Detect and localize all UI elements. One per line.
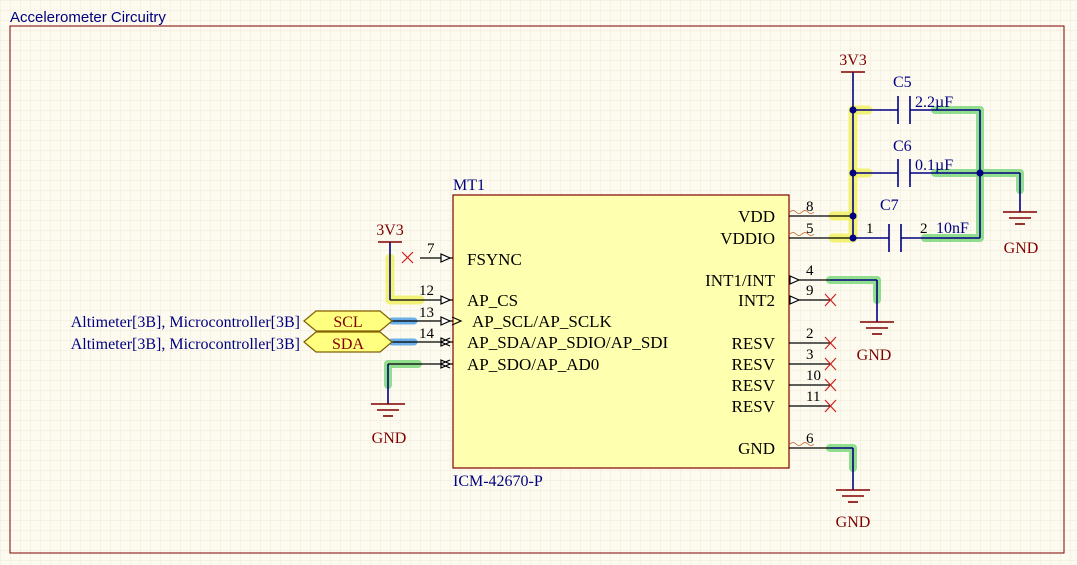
pin-num-11: 11 [806, 389, 820, 405]
sheet-title: Accelerometer Circuitry [10, 9, 166, 26]
c7-pin2: 2 [920, 221, 928, 237]
pin-num-12: 12 [419, 283, 434, 299]
pin-name-resv-2: RESV [732, 334, 776, 353]
c6-value: 0.1µF [915, 157, 953, 174]
pin-name-ap-cs: AP_CS [467, 291, 518, 310]
port-sda[interactable]: SDA Altimeter[3B], Microcontroller[3B] [71, 331, 393, 353]
pin-num-8: 8 [806, 199, 814, 215]
c5-value: 2.2µF [915, 94, 953, 111]
c7-ref: C7 [880, 197, 899, 214]
pin-name-vddio: VDDIO [720, 229, 775, 248]
pin-name-int1: INT1/INT [705, 271, 775, 290]
pin-name-fsync: FSYNC [467, 250, 522, 269]
chip-body[interactable] [452, 194, 790, 469]
pin-num-2: 2 [806, 326, 814, 342]
right-pins [789, 210, 853, 449]
pin-name-int2: INT2 [738, 291, 775, 310]
gnd-symbol-left [371, 403, 405, 417]
pin-num-6: 6 [806, 431, 814, 447]
no-connect-right [824, 293, 837, 413]
pin-name-ap-sda: AP_SDA/AP_SDIO/AP_SDI [467, 333, 669, 352]
gnd-label-caps: GND [1004, 240, 1039, 257]
gnd-label-left: GND [372, 430, 407, 447]
c5-ref: C5 [893, 74, 912, 91]
no-connect-fsync [401, 251, 414, 264]
pin-num-5: 5 [806, 221, 814, 237]
gnd-symbol-caps [1003, 211, 1037, 225]
sheet-frame: Accelerometer Circuitry [9, 9, 1065, 554]
c7-pin1: 1 [866, 221, 874, 237]
pin-name-gnd: GND [738, 439, 775, 458]
pin-num-10: 10 [806, 368, 821, 384]
pin-name-resv-3: RESV [732, 355, 776, 374]
port-sda-label: SDA [332, 336, 364, 353]
port-scl-label: SCL [333, 314, 362, 331]
gnd-symbol-int1 [860, 321, 894, 335]
chip-part-number: ICM-42670-P [453, 473, 543, 490]
c7-value: 10nF [936, 220, 969, 237]
power-3v3-left-label: 3V3 [376, 222, 404, 239]
c6-ref: C6 [893, 138, 912, 155]
capacitor-c5[interactable] [897, 96, 911, 124]
power-3v3-top: 3V3 [839, 52, 867, 73]
capacitor-c6[interactable] [897, 159, 911, 187]
pin-name-resv-11: RESV [732, 397, 776, 416]
pin-num-7: 7 [427, 241, 435, 257]
junctions [849, 106, 984, 242]
port-sda-net-ref[interactable]: Altimeter[3B], Microcontroller[3B] [71, 336, 300, 353]
pin-name-ap-sdo: AP_SDO/AP_AD0 [467, 355, 599, 374]
left-pins [388, 253, 463, 369]
power-3v3-top-label: 3V3 [839, 52, 867, 69]
pin-num-4: 4 [806, 263, 814, 279]
pin-num-13: 13 [419, 305, 434, 321]
gnd-label-pin6: GND [836, 514, 871, 531]
gnd-symbol-pin6 [836, 489, 870, 503]
pin-name-ap-scl: AP_SCL/AP_SCLK [472, 312, 613, 331]
power-3v3-left: 3V3 [376, 222, 404, 243]
pin-name-resv-10: RESV [732, 376, 776, 395]
gnd-label-int1: GND [857, 347, 892, 364]
pin-name-vdd: VDD [738, 207, 775, 226]
capacitor-c7[interactable] [888, 224, 902, 252]
pin-num-14: 14 [419, 326, 435, 342]
port-scl-net-ref[interactable]: Altimeter[3B], Microcontroller[3B] [71, 314, 300, 331]
chip-mt1[interactable]: MT1 ICM-42670-P [452, 177, 790, 490]
pin-num-9: 9 [806, 283, 814, 299]
chip-designator: MT1 [453, 177, 485, 194]
port-scl[interactable]: SCL Altimeter[3B], Microcontroller[3B] [71, 310, 393, 332]
pin-num-3: 3 [806, 347, 814, 363]
